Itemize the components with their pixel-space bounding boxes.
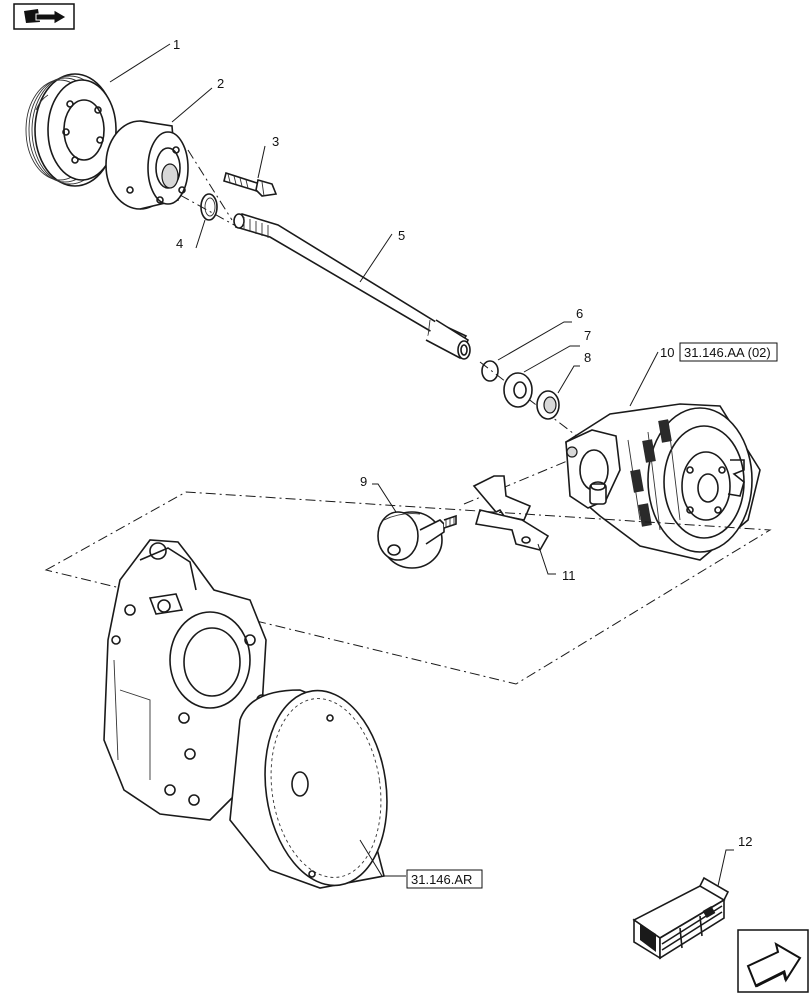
callout-9: 9 [360, 474, 367, 489]
part-8-ring [536, 390, 560, 420]
callout-12: 12 [738, 834, 752, 849]
part-6-snap-ring [481, 360, 499, 382]
callout-1: 1 [173, 37, 180, 52]
callout-2: 2 [217, 76, 224, 91]
part-7-washer [503, 372, 533, 408]
reference-box-31-146-ar[interactable]: 31.146.AR [406, 869, 483, 889]
part-3-bolt [223, 171, 278, 197]
callout-5: 5 [398, 228, 405, 243]
callout-3: 3 [272, 134, 279, 149]
reference-label-aa02[interactable]: 31.146.AA (02) [684, 345, 771, 360]
callout-7: 7 [584, 328, 591, 343]
callout-11: 11 [562, 568, 576, 583]
part-9-canister [377, 511, 457, 569]
book-arrow-icon[interactable] [13, 3, 75, 30]
callout-6: 6 [576, 306, 583, 321]
bell-housing [229, 689, 388, 889]
reference-box-31-146-aa-02[interactable]: 31.146.AA (02) [679, 342, 778, 362]
transmission-housing [103, 539, 268, 821]
part-11-bracket [472, 475, 550, 551]
part-2-hub [105, 120, 189, 210]
part-10-clutch-assembly [565, 403, 761, 561]
part-5-shaft [233, 213, 471, 360]
part-1-pulley [25, 73, 117, 187]
callout-10: 10 [660, 345, 674, 360]
callout-4: 4 [176, 236, 183, 251]
callout-8: 8 [584, 350, 591, 365]
part-4-circlip [200, 193, 218, 221]
assembly-boundary [44, 491, 772, 685]
crate-kit-icon [632, 876, 730, 960]
reference-label-ar[interactable]: 31.146.AR [411, 872, 472, 887]
next-page-arrow-icon[interactable] [737, 929, 809, 993]
